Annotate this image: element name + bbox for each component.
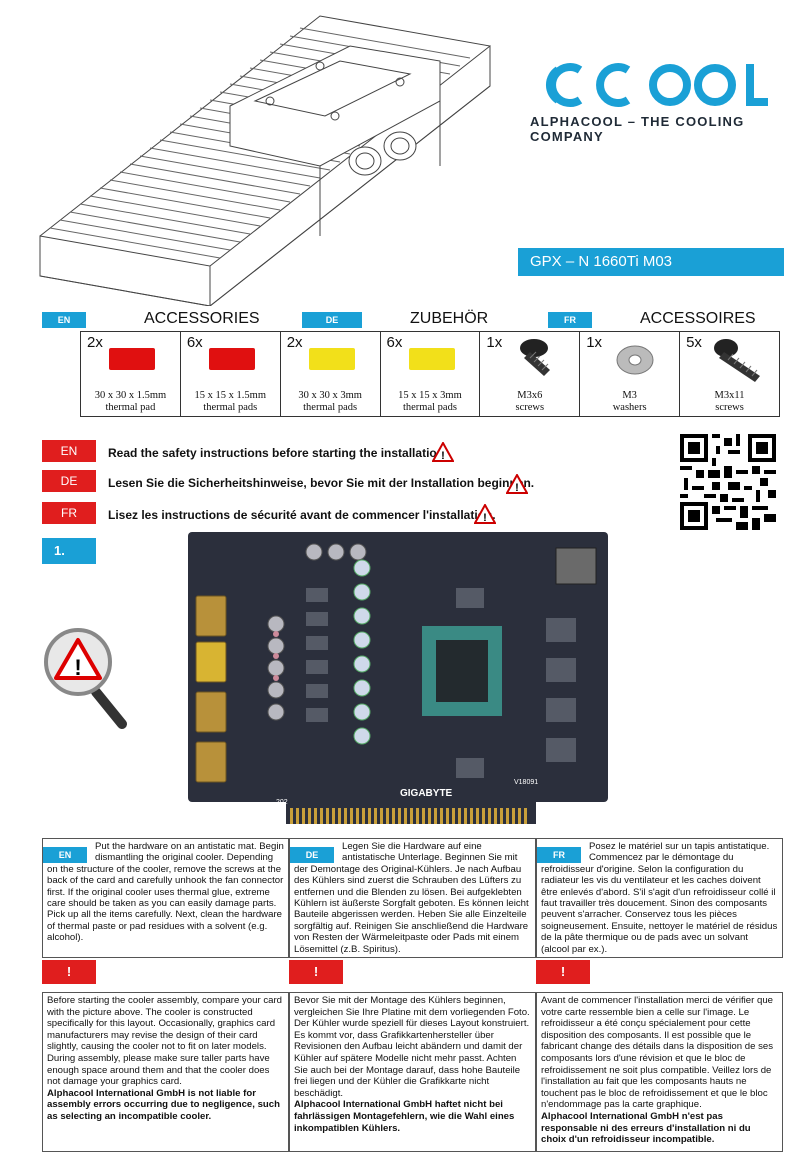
accessories-title-de: ZUBEHÖR [410, 310, 489, 327]
alphacool-logo [546, 63, 768, 107]
warning-mark-fr: ! [536, 960, 590, 984]
screw-icon [520, 339, 551, 376]
svg-text:!: ! [441, 450, 445, 462]
lang-tag-de: DE [290, 847, 334, 863]
instruction-en: EN Put the hardware on an antistatic mat… [42, 838, 289, 958]
safety-text-de: Lesen Sie die Sicherheitshinweise, bevor… [108, 476, 535, 490]
accessories-title-en: ACCESSORIES [144, 310, 260, 327]
lang-tag-de: DE [302, 312, 362, 328]
warning-text-fr: Avant de commencer l'installation merci … [536, 992, 783, 1152]
washer-icon [616, 345, 654, 375]
warning-mark-en: ! [42, 960, 96, 984]
warning-text-en: Before starting the cooler assembly, com… [42, 992, 289, 1152]
magnifier-warning-icon: ! [44, 628, 127, 729]
warning-mark-de: ! [289, 960, 343, 984]
warning-icon: ! [474, 504, 496, 524]
red-pad-icon [208, 348, 255, 370]
red-pad-icon [109, 348, 155, 370]
qr-code-icon [680, 434, 776, 530]
lang-tag-fr: FR [537, 847, 581, 863]
lang-tag-fr: FR [548, 312, 592, 328]
warning-icon: ! [506, 474, 528, 494]
lang-tag-en: EN [42, 312, 86, 328]
safety-tag-de: DE [42, 470, 96, 492]
board-brand-label: GIGABYTE [400, 788, 453, 799]
model-title: GPX – N 1660Ti M03 [518, 248, 784, 276]
board-code-label: 202 [276, 799, 288, 806]
svg-text:!: ! [515, 482, 519, 494]
graphics-card-pcb: GIGABYTE V18091 202 [186, 528, 612, 836]
safety-text-fr: Lisez les instructions de sécurité avant… [108, 508, 496, 522]
instruction-de: DE Legen Sie die Hardware auf eine antis… [289, 838, 536, 958]
warning-icon: ! [432, 442, 454, 462]
yellow-pad-icon [408, 348, 455, 370]
warning-text-de: Bevor Sie mit der Montage des Kühlers be… [289, 992, 536, 1152]
step-number: 1. [42, 538, 96, 564]
cooler-illustration [39, 15, 491, 306]
svg-text:!: ! [74, 655, 81, 680]
tagline: ALPHACOOL – THE COOLING COMPANY [530, 114, 745, 144]
screw-long-icon [714, 339, 761, 382]
board-code-label: V18091 [514, 779, 538, 786]
svg-text:!: ! [483, 512, 487, 524]
safety-text-en: Read the safety instructions before star… [108, 446, 448, 460]
accessories-title-fr: ACCESSOIRES [640, 310, 756, 327]
lang-tag-en: EN [43, 847, 87, 863]
safety-tag-en: EN [42, 440, 96, 462]
yellow-pad-icon [308, 348, 355, 370]
safety-tag-fr: FR [42, 502, 96, 524]
instruction-fr: FR Posez le matériel sur un tapis antist… [536, 838, 783, 958]
